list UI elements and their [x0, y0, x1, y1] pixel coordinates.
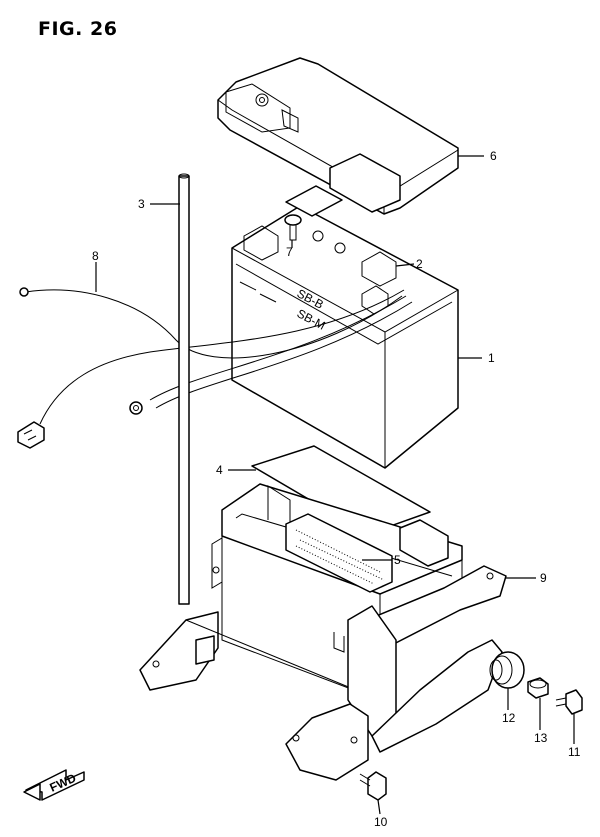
callout-10: 10	[374, 815, 388, 829]
callout-1: 1	[488, 351, 495, 365]
figure-title: FIG. 26	[38, 18, 118, 40]
callout-7: 7	[286, 245, 293, 259]
callout-2: 2	[416, 257, 423, 271]
battery-bracket	[139, 605, 503, 781]
collar	[527, 677, 549, 699]
bolt-10	[359, 771, 387, 801]
callout-13: 13	[534, 731, 548, 745]
breather-tube	[178, 173, 190, 605]
bolt-7	[284, 214, 302, 241]
battery: SB-B SB-M	[231, 185, 459, 469]
callout-9: 9	[540, 571, 547, 585]
callout-5: 5	[394, 553, 401, 567]
battery-cover	[217, 57, 459, 215]
sponge-pads	[285, 513, 449, 593]
callout-6: 6	[490, 149, 497, 163]
bolt-11	[555, 689, 583, 715]
fwd-arrow: FWD	[23, 769, 85, 801]
fwd-label: FWD	[48, 771, 79, 795]
callout-11: 11	[568, 745, 581, 759]
callout-3: 3	[138, 197, 145, 211]
callout-4: 4	[216, 463, 223, 477]
callout-12: 12	[502, 711, 516, 725]
battery-case	[211, 483, 463, 701]
callout-8: 8	[92, 249, 99, 263]
leader-lines	[95, 155, 575, 815]
